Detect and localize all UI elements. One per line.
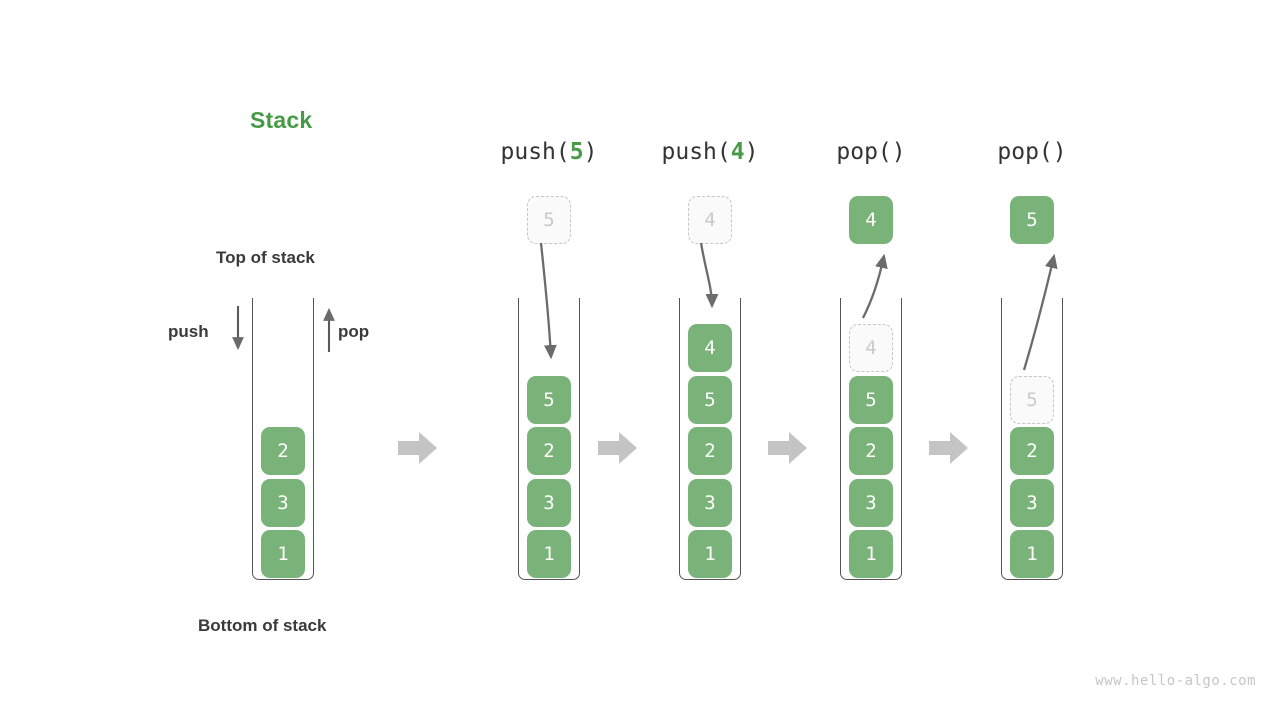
external-element-pop-1: 4 — [849, 196, 893, 244]
header-prefix: pop( — [997, 139, 1053, 165]
header-prefix: push( — [661, 139, 731, 165]
column-header-pop-1: pop() — [836, 139, 905, 165]
push-label: push — [168, 322, 209, 341]
header-argument: 4 — [730, 139, 745, 165]
flow-arrow-1 — [398, 431, 438, 465]
stack-cell: 2 — [849, 427, 893, 475]
header-prefix: push( — [500, 139, 570, 165]
stack-cell: 4 — [688, 324, 732, 372]
header-argument: 5 — [569, 139, 584, 165]
stack-container-pop-1 — [840, 298, 902, 580]
pop-label: pop — [338, 322, 370, 341]
stack-cell: 3 — [688, 478, 732, 527]
stack-cell: 2 — [1010, 427, 1054, 475]
bottom-of-stack-label: Bottom of stack — [198, 616, 327, 635]
top-of-stack-label: Top of stack — [216, 248, 315, 267]
stack-cell: 3 — [1010, 478, 1054, 527]
stack-cell: 1 — [688, 530, 732, 578]
watermark: www.hello-algo.com — [1095, 673, 1256, 689]
header-suffix: ) — [583, 139, 598, 165]
stack-cell: 1 — [261, 530, 305, 578]
stack-cell: 5 — [688, 375, 732, 424]
header-prefix: pop( — [836, 139, 892, 165]
stack-cell: 3 — [849, 478, 893, 527]
column-header-push-4: push(4) — [662, 139, 759, 165]
stack-cell: 1 — [527, 530, 571, 578]
header-suffix: ) — [1052, 139, 1067, 165]
stack-cell: 5 — [527, 375, 571, 424]
stack-container-push-4 — [679, 298, 741, 580]
header-suffix: ) — [744, 139, 759, 165]
stack-container-pop-2 — [1001, 298, 1063, 580]
stack-cell: 2 — [261, 427, 305, 475]
push-4-motion-arrow — [699, 242, 719, 309]
flow-arrow-3 — [768, 431, 808, 465]
stack-cell: 5 — [1010, 375, 1054, 424]
stack-cell: 1 — [849, 530, 893, 578]
stack-container-initial — [252, 298, 314, 580]
stack-cell: 4 — [849, 324, 893, 372]
column-header-push-5: push(5) — [501, 139, 598, 165]
stack-cell: 3 — [527, 478, 571, 527]
flow-arrow-4 — [929, 431, 969, 465]
external-element-push-5: 5 — [527, 196, 571, 244]
header-suffix: ) — [891, 139, 906, 165]
stack-cell: 2 — [688, 427, 732, 475]
stack-cell: 1 — [1010, 530, 1054, 578]
stack-container-push-5 — [518, 298, 580, 580]
stack-cell: 3 — [261, 478, 305, 527]
external-element-pop-2: 5 — [1010, 196, 1054, 244]
external-element-push-4: 4 — [688, 196, 732, 244]
page-title: Stack — [250, 107, 313, 133]
stack-cell: 2 — [527, 427, 571, 475]
flow-arrow-2 — [598, 431, 638, 465]
stack-cell: 5 — [849, 375, 893, 424]
column-header-pop-2: pop() — [997, 139, 1066, 165]
